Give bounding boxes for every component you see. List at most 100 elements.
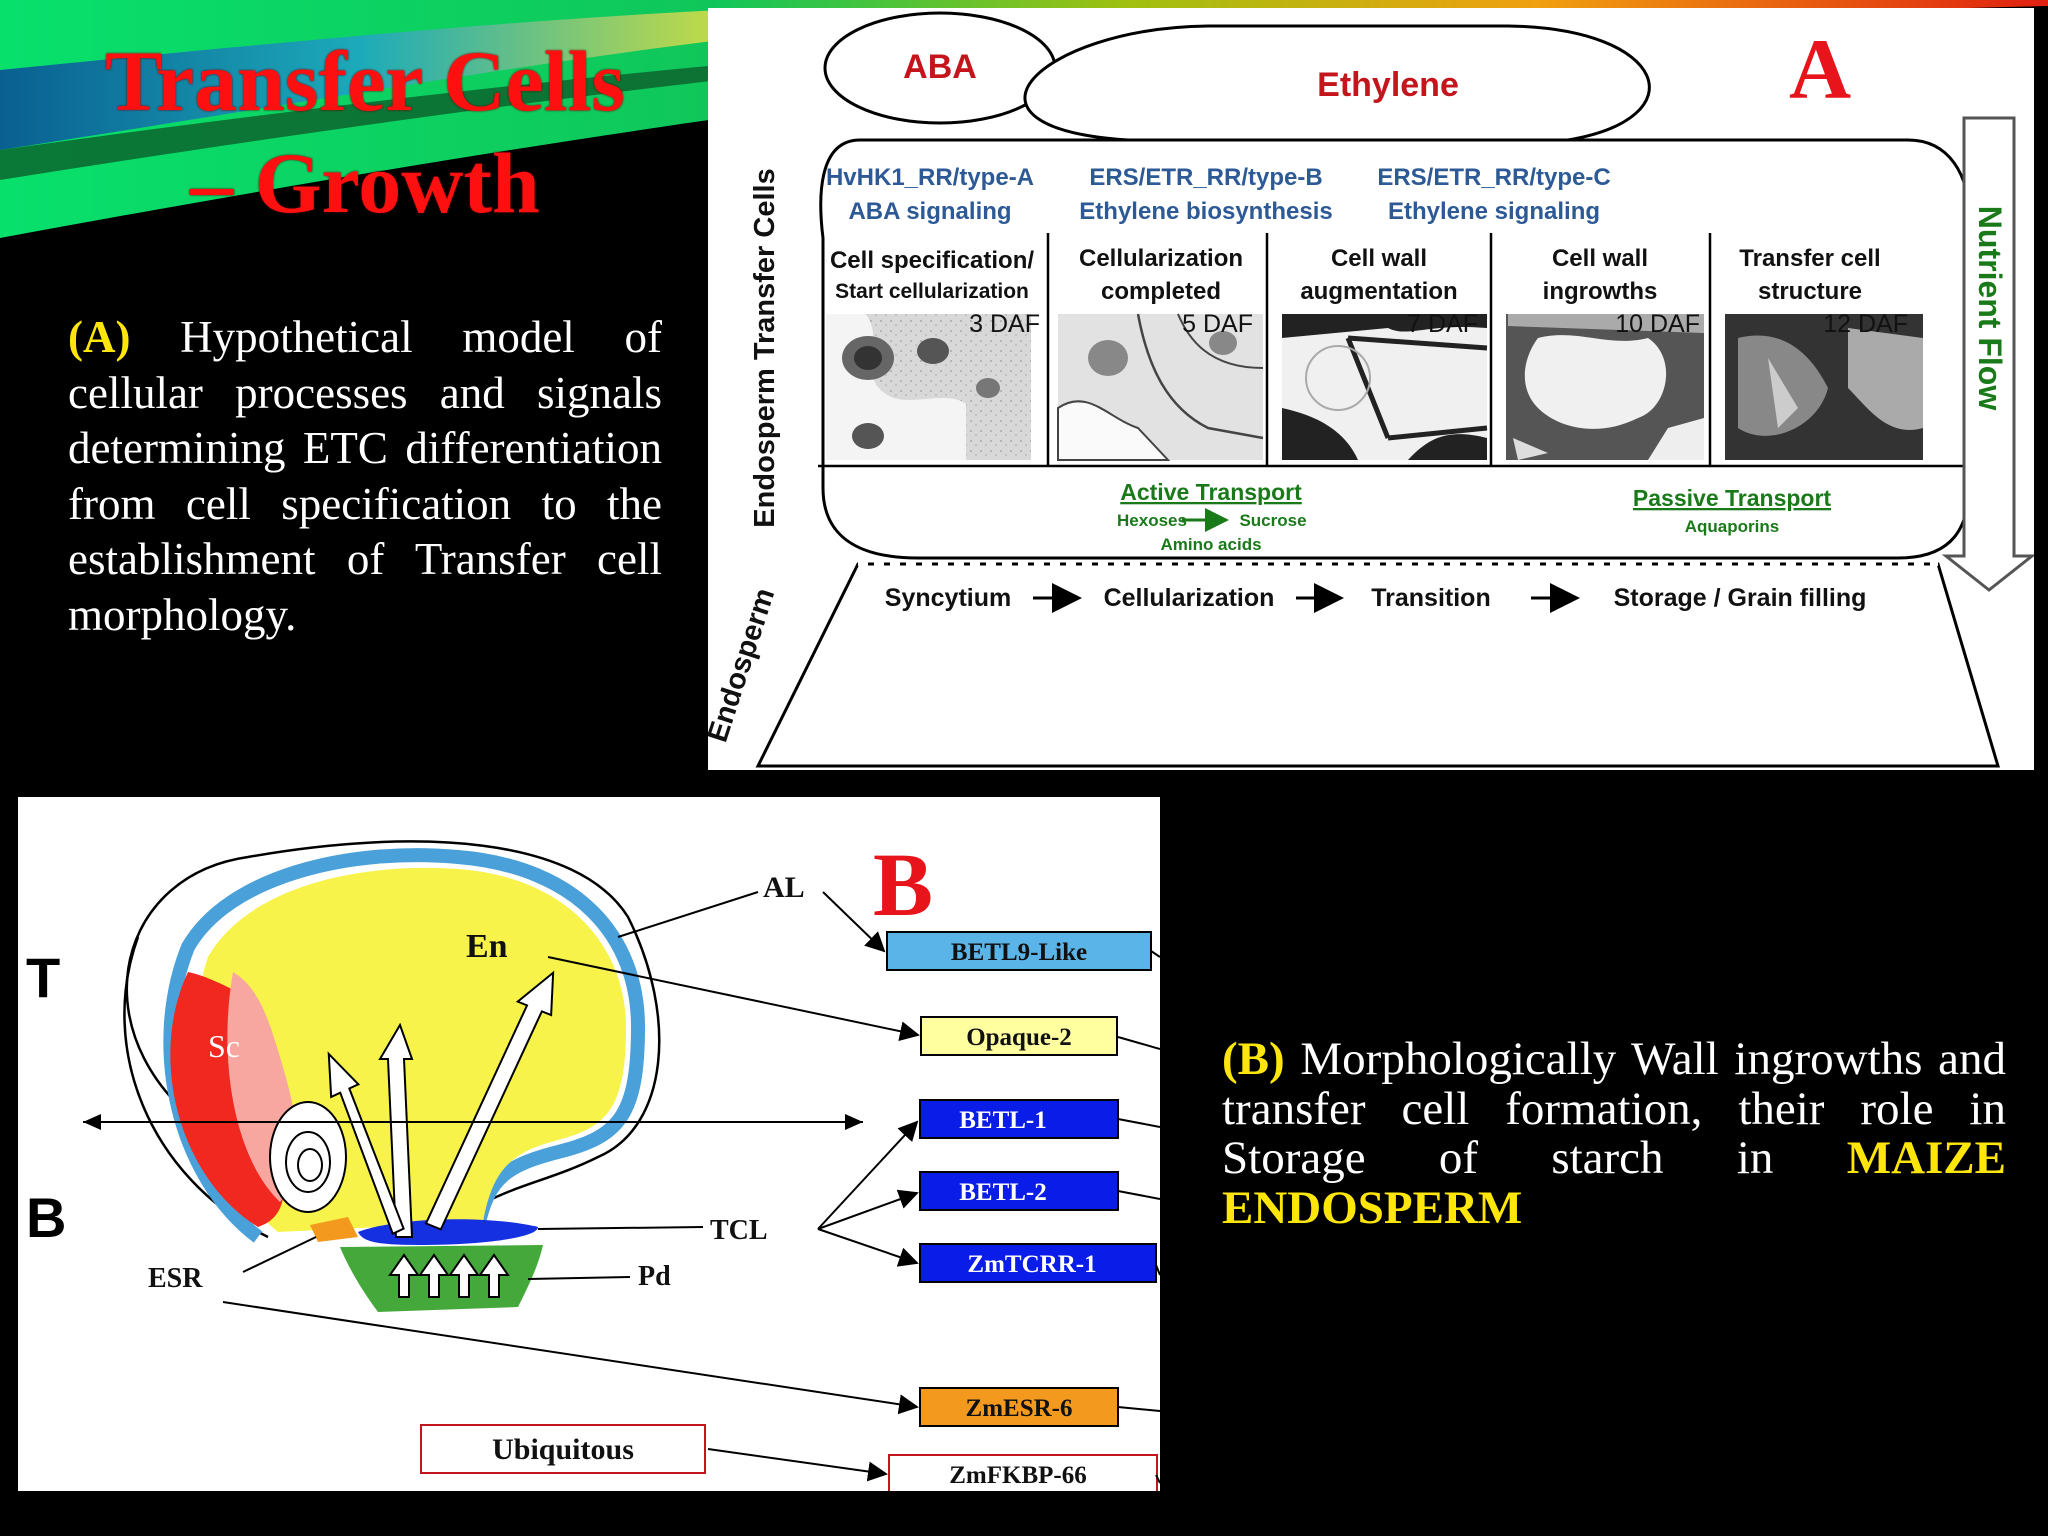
title-line-1: Transfer Cells bbox=[105, 33, 625, 129]
stage-4-line-2: ingrowths bbox=[1543, 278, 1658, 305]
description-b: (B) Morphologically Wall ingrowths and t… bbox=[1222, 1033, 2006, 1234]
line-esr bbox=[242, 1236, 317, 1273]
gene-zmesr6: ZmESR-6 bbox=[966, 1395, 1073, 1422]
arrow-en-opaque2 bbox=[547, 956, 920, 1042]
description-a: (A) Hypothetical model of cellular proce… bbox=[68, 310, 662, 643]
maize-endosperm-highlight: MAIZE ENDOSPERM bbox=[1222, 1132, 2006, 1234]
daf-3: 3 DAF bbox=[969, 310, 1040, 338]
gene-betl9: BETL9-Like bbox=[951, 939, 1087, 966]
gene-box-zmesr6 bbox=[919, 1387, 1119, 1427]
panel-b-figure: T B En Sc AL ESR TCL Pd B BETL9-Like Opa… bbox=[18, 797, 1160, 1491]
stage-2-line-1: Cellularization bbox=[1079, 245, 1243, 272]
ethylene-bubble bbox=[1023, 24, 1651, 142]
sucrose-label: Sucrose bbox=[1239, 511, 1306, 530]
line-al bbox=[617, 891, 759, 938]
stage-4-line-1: Cell wall bbox=[1552, 245, 1648, 272]
description-a-text: Hypothetical model of cellular processes… bbox=[68, 312, 662, 640]
nutrient-flow-arrow bbox=[1941, 116, 2037, 592]
gene-box-zmfkbp66 bbox=[888, 1454, 1158, 1491]
stage-1-line-2: Start cellularization bbox=[835, 280, 1029, 303]
label-t: T bbox=[26, 946, 60, 1009]
daf-12: 12 DAF bbox=[1823, 310, 1908, 338]
micrograph-7daf bbox=[1282, 314, 1488, 460]
nutrient-flow-label: Nutrient Flow bbox=[1972, 206, 2008, 411]
signal-a-top: HvHK1_RR/type-A bbox=[826, 164, 1034, 191]
daf-10: 10 DAF bbox=[1615, 310, 1700, 338]
embryo-axis bbox=[269, 1101, 347, 1213]
micrograph-3daf bbox=[826, 314, 1031, 460]
description-b-text: Morphologically Wall ingrowths and trans… bbox=[1222, 1033, 2006, 1184]
passive-transport-title: Passive Transport bbox=[1633, 485, 1831, 511]
slide-title: Transfer Cells – Growth bbox=[40, 30, 690, 234]
flux-arrow-1 bbox=[378, 1022, 414, 1238]
phase-transition: Transition bbox=[1371, 584, 1490, 612]
phase-syncytium: Syncytium bbox=[885, 584, 1011, 612]
aba-label: ABA bbox=[903, 48, 977, 86]
stage-1-line-1: Cell specification/ bbox=[830, 247, 1034, 274]
arrow-esr-zmesr6 bbox=[222, 1301, 919, 1415]
label-b: B bbox=[26, 1186, 66, 1249]
gene-opaque2: Opaque-2 bbox=[966, 1024, 1072, 1051]
label-esr: ESR bbox=[148, 1263, 203, 1294]
stage-5-line-2: structure bbox=[1758, 278, 1862, 305]
decorative-stripe bbox=[0, 0, 2048, 238]
label-en: En bbox=[466, 928, 508, 965]
daf-7: 7 DAF bbox=[1407, 310, 1478, 338]
amino-acids-label: Amino acids bbox=[1160, 535, 1261, 554]
signal-c-bottom: Ethylene signaling bbox=[1388, 198, 1600, 225]
gene-box-zmtcrr1 bbox=[919, 1243, 1157, 1283]
flux-arrow-7 bbox=[478, 1253, 510, 1298]
flux-arrow-2 bbox=[424, 970, 555, 1231]
line-tcl bbox=[537, 1226, 704, 1230]
label-al: AL bbox=[763, 871, 805, 904]
gene-box-betl1 bbox=[919, 1099, 1119, 1139]
panel-a-letter: A bbox=[1789, 21, 1851, 117]
flux-arrow-4 bbox=[388, 1253, 420, 1298]
signal-a-bottom: ABA signaling bbox=[848, 198, 1011, 225]
aleurone-layer bbox=[163, 848, 646, 1243]
label-pd: Pd bbox=[638, 1261, 671, 1292]
flux-arrow-5 bbox=[418, 1253, 450, 1298]
title-line-2: – Growth bbox=[190, 135, 540, 231]
flux-arrow-3 bbox=[327, 1051, 405, 1236]
panel-b-letter: B bbox=[873, 836, 933, 935]
label-b-desc: (B) bbox=[1222, 1033, 1285, 1085]
active-transport-title: Active Transport bbox=[1120, 479, 1302, 505]
signal-b-bottom: Ethylene biosynthesis bbox=[1079, 198, 1332, 225]
endosperm-label: Endosperm bbox=[708, 584, 781, 746]
esr-region bbox=[310, 1217, 358, 1242]
micrograph-12daf bbox=[1725, 314, 1923, 460]
ubiquitous-box bbox=[420, 1424, 706, 1474]
phase-storage: Storage / Grain filling bbox=[1614, 584, 1867, 612]
gene-box-betl9 bbox=[886, 931, 1152, 971]
panel-a-figure: ABA Ethylene A HvHK1_RR/type-A ABA signa… bbox=[702, 8, 2037, 770]
stage-3-line-2: augmentation bbox=[1300, 278, 1457, 305]
gene-zmtcrr1: ZmTCRR-1 bbox=[967, 1251, 1096, 1278]
stage-2-line-2: completed bbox=[1101, 278, 1221, 305]
gene-betl1: BETL-1 bbox=[959, 1107, 1047, 1134]
gene-box-opaque2 bbox=[920, 1016, 1118, 1056]
hexoses-label: Hexoses bbox=[1117, 511, 1187, 530]
gene-box-betl2 bbox=[919, 1171, 1119, 1211]
daf-5: 5 DAF bbox=[1182, 310, 1253, 338]
side-label-etc: Endosperm Transfer Cells bbox=[749, 168, 781, 527]
stage-3-line-1: Cell wall bbox=[1331, 245, 1427, 272]
stage-5-line-1: Transfer cell bbox=[1739, 245, 1880, 272]
gene-betl2: BETL-2 bbox=[959, 1179, 1047, 1206]
ethylene-label: Ethylene bbox=[1317, 66, 1459, 104]
label-sc: Sc bbox=[208, 1028, 240, 1064]
arrow-al-betl9 bbox=[822, 891, 886, 953]
arrow-tcl-zmtcrr1 bbox=[817, 1228, 919, 1267]
label-tcl: TCL bbox=[710, 1215, 768, 1246]
pedicel-pd bbox=[340, 1245, 543, 1312]
label-a: (A) bbox=[68, 312, 131, 362]
micrograph-10daf bbox=[1506, 314, 1704, 460]
arrow-tcl-betl2 bbox=[817, 1189, 919, 1230]
gene-zmfkbp66: ZmFKBP-66 bbox=[949, 1462, 1087, 1489]
signal-b-top: ERS/ETR_RR/type-B bbox=[1089, 164, 1322, 191]
phase-cellularization: Cellularization bbox=[1104, 584, 1275, 612]
signal-c-top: ERS/ETR_RR/type-C bbox=[1377, 164, 1610, 191]
micrograph-5daf bbox=[1057, 313, 1264, 461]
line-pd bbox=[527, 1276, 631, 1280]
arrow-tcl-betl1 bbox=[817, 1120, 919, 1230]
